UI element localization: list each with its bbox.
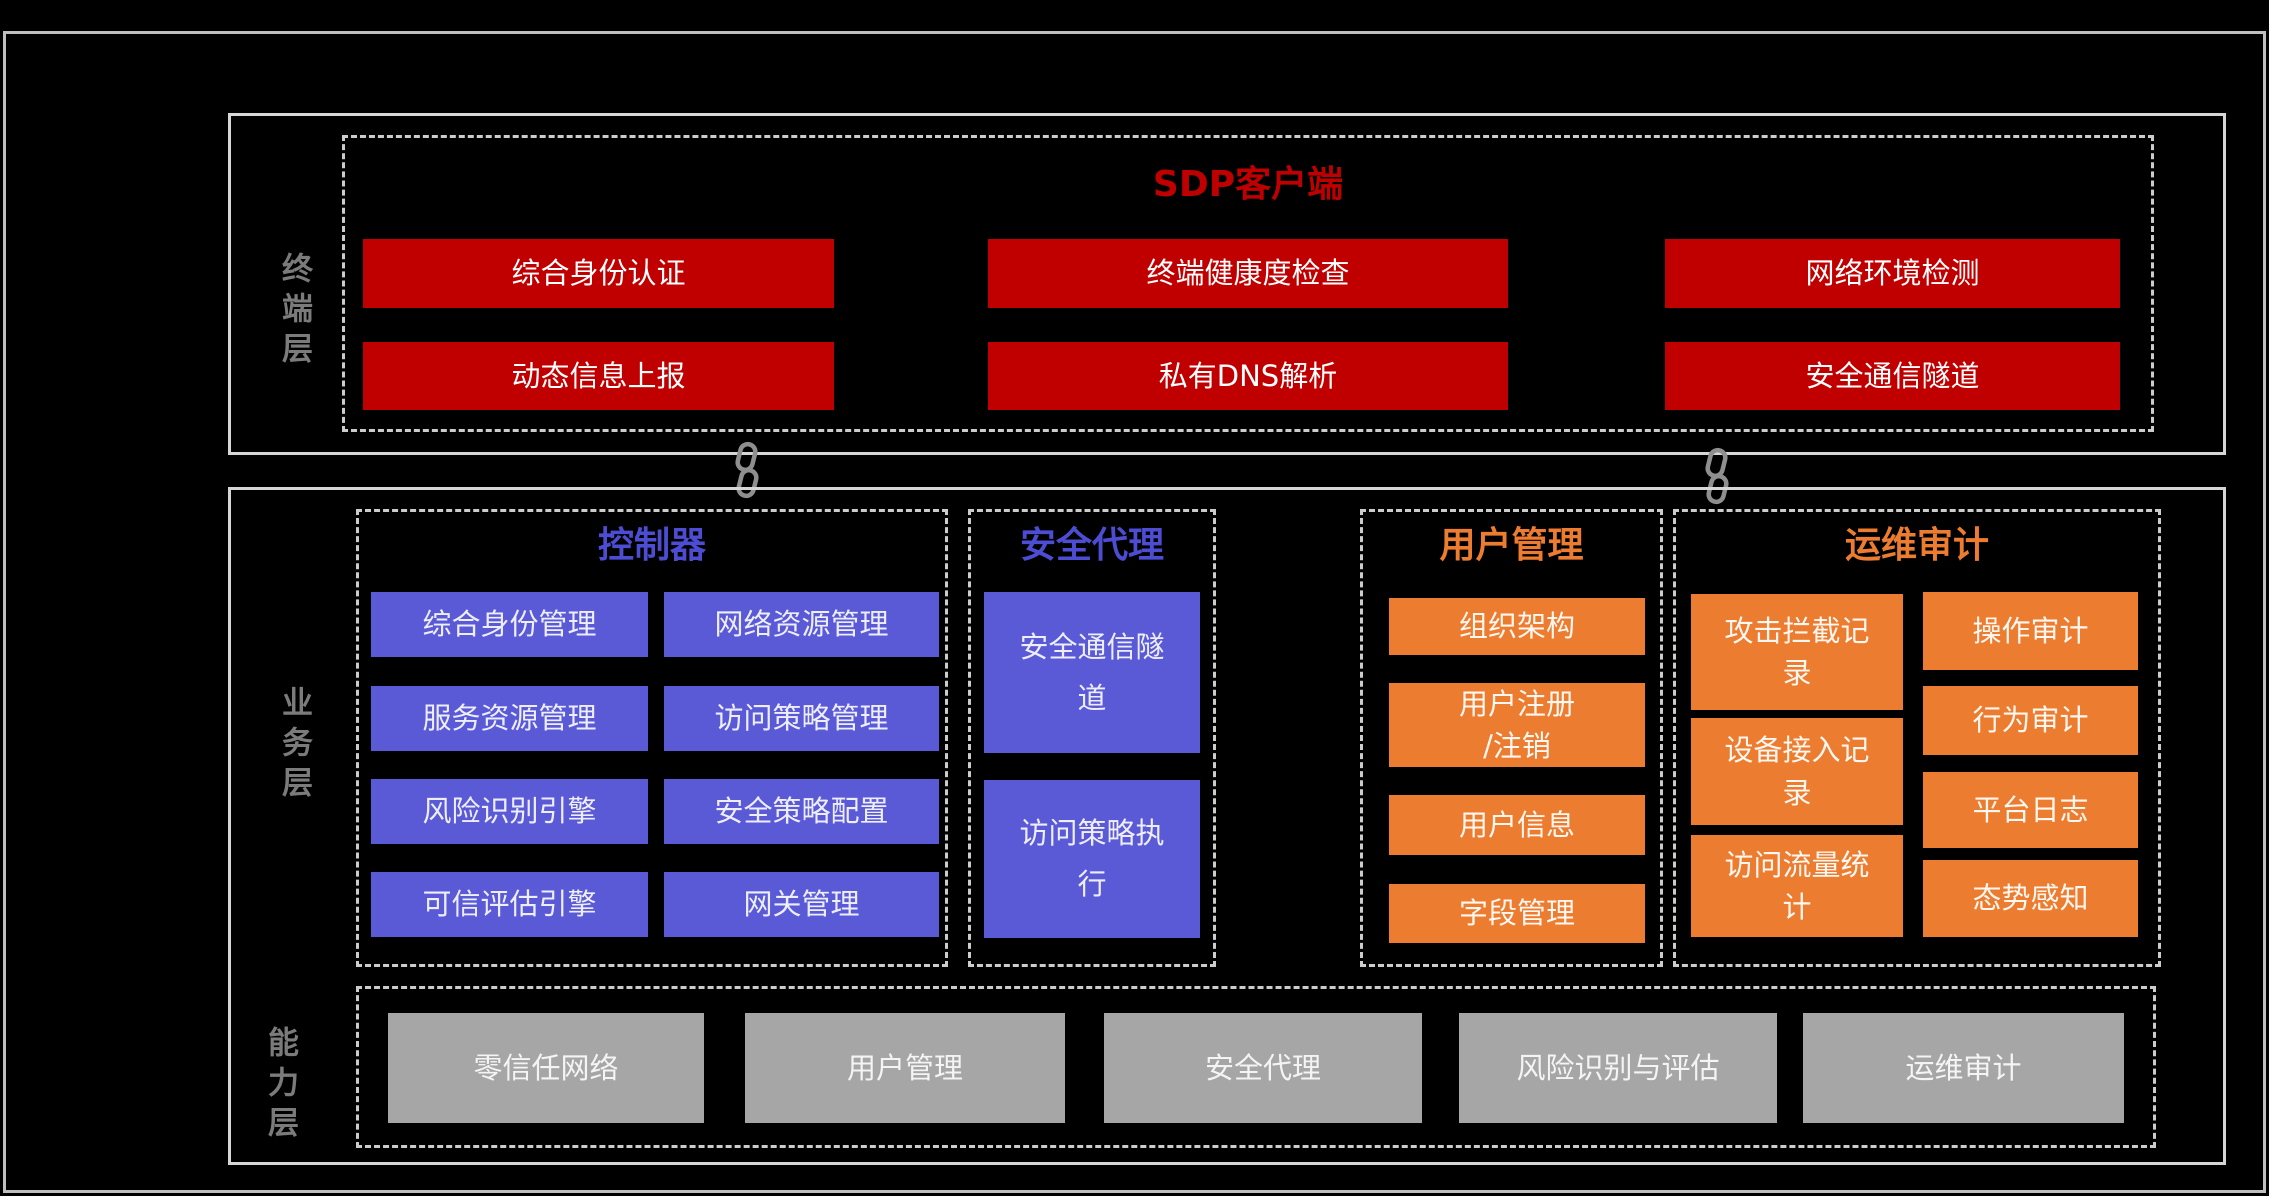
controller-title: 控制器 bbox=[597, 525, 706, 566]
user-management-feature-box: 组织架构 bbox=[1389, 598, 1645, 655]
terminal-layer-section bbox=[228, 113, 2226, 455]
capability-box: 运维审计 bbox=[1803, 1013, 2124, 1123]
security-proxy-feature-box: 安全通信隧 道 bbox=[984, 592, 1200, 753]
controller-feature-box: 可信评估引擎 bbox=[371, 872, 648, 937]
om-audit-feature-box: 操作审计 bbox=[1923, 592, 2138, 670]
user-management-group-box bbox=[1360, 509, 1663, 967]
om-audit-feature-box: 设备接入记 录 bbox=[1691, 718, 1903, 825]
controller-feature-box: 风险识别引擎 bbox=[371, 779, 648, 844]
sdp-client-title: SDP客户端 bbox=[1152, 164, 1344, 205]
security-proxy-feature-box: 访问策略执 行 bbox=[984, 780, 1200, 938]
security-proxy-title: 安全代理 bbox=[1019, 525, 1164, 566]
outer-border bbox=[3, 31, 2266, 1193]
controller-feature-box: 服务资源管理 bbox=[371, 686, 648, 751]
user-management-feature-box: 用户信息 bbox=[1389, 795, 1645, 855]
sdp-client-group-box bbox=[342, 135, 2154, 432]
controller-feature-box: 网关管理 bbox=[664, 872, 939, 937]
terminal-layer-label: 终端层 bbox=[276, 252, 312, 372]
controller-feature-box: 安全策略配置 bbox=[664, 779, 939, 844]
capability-layer-label: 能力层 bbox=[262, 1026, 298, 1146]
capability-layer-group-box bbox=[356, 986, 2156, 1148]
controller-feature-box: 综合身份管理 bbox=[371, 592, 648, 657]
capability-box: 安全代理 bbox=[1104, 1013, 1422, 1123]
capability-box: 用户管理 bbox=[745, 1013, 1065, 1123]
terminal-feature-box: 网络环境检测 bbox=[1665, 239, 2120, 308]
om-audit-title: 运维审计 bbox=[1844, 525, 1989, 566]
om-audit-group-box bbox=[1673, 509, 2161, 967]
capability-box: 风险识别与评估 bbox=[1459, 1013, 1777, 1123]
terminal-feature-box: 综合身份认证 bbox=[363, 239, 834, 308]
om-audit-feature-box: 平台日志 bbox=[1923, 772, 2138, 848]
om-audit-feature-box: 访问流量统 计 bbox=[1691, 835, 1903, 937]
controller-group-box bbox=[356, 509, 948, 967]
user-management-feature-box: 用户注册 /注销 bbox=[1389, 683, 1645, 767]
controller-feature-box: 访问策略管理 bbox=[664, 686, 939, 751]
om-audit-feature-box: 态势感知 bbox=[1923, 860, 2138, 937]
terminal-feature-box: 私有DNS解析 bbox=[988, 342, 1508, 410]
om-audit-feature-box: 行为审计 bbox=[1923, 686, 2138, 755]
terminal-feature-box: 动态信息上报 bbox=[363, 342, 834, 410]
business-layer-section bbox=[228, 487, 2226, 1165]
om-audit-feature-box: 攻击拦截记 录 bbox=[1691, 594, 1903, 710]
controller-feature-box: 网络资源管理 bbox=[664, 592, 939, 657]
terminal-feature-box: 终端健康度检查 bbox=[988, 239, 1508, 308]
user-management-feature-box: 字段管理 bbox=[1389, 884, 1645, 943]
security-proxy-group-box bbox=[968, 509, 1216, 967]
business-layer-label: 业务层 bbox=[276, 686, 312, 806]
capability-box: 零信任网络 bbox=[388, 1013, 704, 1123]
user-management-title: 用户管理 bbox=[1439, 525, 1584, 566]
chain-link-icon bbox=[730, 441, 764, 503]
terminal-feature-box: 安全通信隧道 bbox=[1665, 342, 2120, 410]
